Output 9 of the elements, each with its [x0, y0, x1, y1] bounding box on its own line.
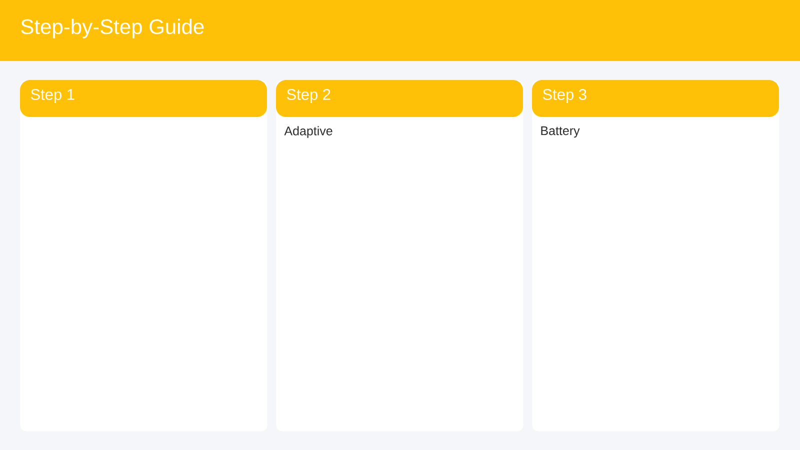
step-card [532, 80, 780, 432]
step-card [276, 80, 524, 432]
card-header: Step 1 [20, 80, 267, 117]
card-text: Adaptive [284, 126, 332, 138]
header-bar: Step-by-Step Guide [0, 0, 800, 61]
card-text: Battery [541, 126, 580, 138]
card-header: Step 2 [276, 80, 523, 117]
card-header: Step 3 [532, 80, 779, 117]
step-card [20, 80, 268, 432]
